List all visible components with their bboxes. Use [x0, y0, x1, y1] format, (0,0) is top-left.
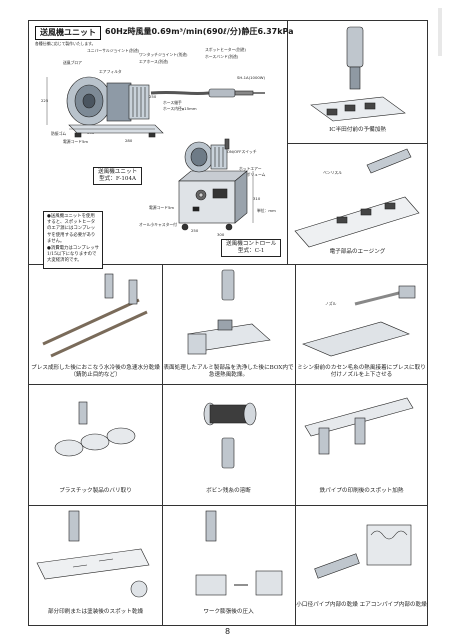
- application-caption: 電子部品のエージング: [329, 249, 386, 255]
- unit-model: 型式：F-104A: [99, 176, 137, 182]
- page-frame: 送風機ユニット 60Hz時風量0.69m³/min(690ℓ/分)静圧6.37k…: [28, 20, 428, 626]
- application-caption: 鉄パイプの印刷後のスポット加熱: [319, 488, 404, 494]
- application-cell: ノズル ミシン掛前のカセン毛糸の熱風接着にプレスに取り付けノズルを上下させる: [295, 264, 428, 384]
- application-caption: ボビン残糸の溶断: [206, 488, 251, 494]
- feature-note: ●消費電力はコンプレッサ1/15以下になりますので大変経済的です。: [47, 246, 99, 264]
- application-cell: プレス成形した後におこなう水冷後の急速水分乾燥（錆防止目的など）: [29, 264, 162, 384]
- application-caption: ワーク膨張後の圧入: [203, 609, 254, 615]
- diagram-label: 電源コード5m: [63, 139, 89, 144]
- blower-unit-illustration: [46, 76, 265, 231]
- diagram-label: エアホース(別途): [139, 59, 169, 64]
- application-cell: IC半田付前の予備加熱: [287, 21, 428, 143]
- sewing-bonding-illustration: [302, 285, 416, 357]
- ic-preheat-illustration: [310, 26, 406, 122]
- deburring-illustration: [54, 401, 136, 457]
- unit-note: 単位：mm: [257, 208, 276, 213]
- application-caption: 表面処理したアルミ製部品を洗浄した後にBOX内で急速熱風乾燥。: [163, 365, 294, 378]
- feature-note: ●送風機ユニットを使用すると、スポットヒータのエア源にはコンプレッサを使用する必…: [47, 214, 96, 244]
- application-cell: ボビン残糸の溶断: [162, 384, 295, 505]
- application-cell: 部分印刷または塗装後のスポット乾燥: [29, 505, 162, 626]
- grid-line: [287, 21, 288, 264]
- controller-label: ON/OFFスイッチ: [227, 149, 257, 154]
- dimension-label: 280: [125, 138, 133, 143]
- spec-text: 60Hz時風量0.69m³/min(690ℓ/分)静圧6.37kPa: [105, 27, 294, 36]
- dimension-label: 225: [41, 98, 49, 103]
- part-label: ベンリスル: [323, 170, 342, 175]
- controller-model-label: 送風機コントロール 型式：C-1: [221, 239, 282, 257]
- controller-label: 風量ボリューム: [239, 172, 266, 177]
- diagram-label: 防振ゴム: [51, 131, 67, 136]
- diagram-label: ホース継手: [163, 100, 182, 105]
- dimension-label: 250: [191, 228, 199, 233]
- grid-line: [29, 384, 428, 385]
- controller-label: ホットエアー: [239, 166, 262, 171]
- print-drying-illustration: [36, 510, 150, 598]
- application-caption: プレス成形した後におこなう水冷後の急速水分乾燥（錆防止目的など）: [31, 365, 160, 378]
- pipe-heating-illustration: [304, 397, 414, 455]
- diagram-label: 送風ブロア: [63, 60, 82, 65]
- grid-line: [295, 264, 296, 626]
- part-label: ノズル: [325, 301, 337, 306]
- grid-line: [162, 264, 163, 626]
- dimension-label: 250: [149, 94, 157, 99]
- application-caption: IC半田付前の予備加熱: [329, 127, 386, 133]
- custom-note: 各種仕様に応じて製作いたします。: [35, 41, 96, 46]
- press-fit-illustration: [195, 510, 283, 596]
- grid-line: [29, 505, 428, 506]
- unit-model-label: 送風機ユニット 型式：F-104A: [93, 167, 143, 185]
- application-cell: プラスチック製品のバリ取り: [29, 384, 162, 505]
- diagram-label: ホースバンド(別途): [205, 54, 239, 59]
- page-number: 8: [224, 627, 231, 636]
- feature-note-box: ●送風機ユニットを使用すると、スポットヒータのエア源にはコンプレッサを使用する必…: [43, 211, 103, 269]
- diagram-label: ワンタッチジョイント(別途): [139, 52, 188, 57]
- bobbin-illustration: [203, 402, 257, 469]
- application-caption: ミシン掛前のカセン毛糸の熱風接着にプレスに取り付けノズルを上下させる: [297, 365, 426, 378]
- grid-line: [29, 264, 428, 265]
- application-caption: 小口径パイプ内部の乾燥 エアコンパイプ内部の乾燥: [296, 602, 427, 608]
- controller-label: 電源コード5m: [149, 205, 175, 210]
- section-title: 送風機ユニット: [35, 26, 101, 40]
- application-cell: 表面処理したアルミ製部品を洗浄した後にBOX内で急速熱風乾燥。: [162, 264, 295, 384]
- application-cell: ワーク膨張後の圧入: [162, 505, 295, 626]
- press-drying-illustration: [42, 273, 148, 358]
- controller-model: 型式：C-1: [237, 248, 265, 254]
- diagram-label: ユニバーサルジョイント(別途): [87, 48, 140, 53]
- application-cell: 小口径パイプ内部の乾燥 エアコンパイプ内部の乾燥: [295, 505, 428, 626]
- application-caption: プラスチック製品のバリ取り: [59, 488, 132, 494]
- diagram-label: SH-1A(1000W): [237, 75, 266, 80]
- application-cell: 鉄パイプの印刷後のスポット加熱: [295, 384, 428, 505]
- blower-unit-section: 送風機ユニット 60Hz時風量0.69m³/min(690ℓ/分)静圧6.37k…: [29, 21, 294, 269]
- diagram-label: スポットヒーター(別途): [205, 47, 246, 52]
- aluminum-drying-illustration: [187, 269, 271, 355]
- controller-label: オール小キャスター付: [139, 222, 177, 227]
- controller-name: 送風機コントロール: [226, 241, 277, 247]
- small-pipe-drying-illustration: [314, 524, 412, 579]
- diagram-label: エアフィルタ: [99, 69, 122, 74]
- application-caption: 部分印刷または塗装後のスポット乾燥: [47, 609, 144, 615]
- grid-line: [287, 143, 428, 144]
- dimension-label: 310: [253, 196, 261, 201]
- application-cell: ベンリスル 電子部品のエージング: [287, 143, 428, 264]
- page-edge-tab: [438, 8, 442, 56]
- diagram-label: ホース内径φ15mm: [163, 106, 197, 111]
- unit-name: 送風機ユニット: [98, 169, 138, 175]
- aging-illustration: [294, 148, 420, 248]
- dimension-label: 300: [217, 232, 225, 237]
